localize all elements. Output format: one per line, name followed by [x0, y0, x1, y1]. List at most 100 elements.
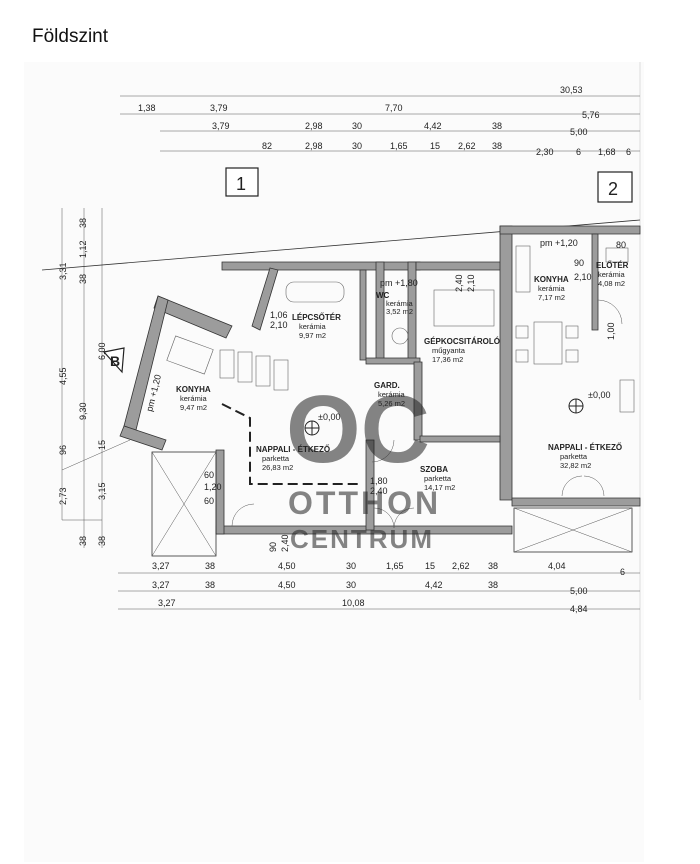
dim-label: 4,42: [424, 121, 442, 131]
dim-label: 30: [346, 580, 356, 590]
dim-label: 2,10: [574, 272, 592, 282]
room-area: 26,83 m2: [262, 463, 293, 472]
dim-label: 38: [205, 561, 215, 571]
unit-number-2: 2: [608, 179, 618, 199]
dim-label: 2,40: [280, 534, 290, 552]
furniture: [166, 245, 635, 413]
dimension-lines-bottom: [118, 572, 640, 610]
dim-label: 38: [78, 536, 88, 546]
room-area: 9,97 m2: [299, 331, 326, 340]
dining-outline: [221, 403, 358, 485]
dim-label: 4,84: [570, 604, 588, 614]
room-bedroom: SZOBA parketta 14,17 m2: [420, 465, 455, 492]
dim-label: 4,55: [58, 367, 68, 385]
dim-label: 2,40: [454, 274, 464, 292]
dim-label: 2,30: [536, 147, 554, 157]
dim-label: 4,50: [278, 580, 296, 590]
room-name: NAPPALI - ÉTKEZŐ: [256, 445, 330, 454]
section-label: B: [110, 353, 120, 369]
room-area: 3,52 m2: [386, 307, 413, 316]
unit-number-1: 1: [236, 174, 246, 194]
dim-label: 30: [346, 561, 356, 571]
parapet-label: pm +1,20: [540, 238, 578, 248]
dim-label: 1,00: [606, 322, 616, 340]
dim-label: 38: [492, 121, 502, 131]
watermark: OC OTTHON CENTRUM: [286, 376, 438, 554]
paper-scan: [24, 62, 644, 862]
dim-label: 2,62: [452, 561, 470, 571]
room-name: GARD.: [374, 381, 400, 390]
room-living-2: NAPPALI - ÉTKEZŐ parketta 32,82 m2: [548, 443, 622, 470]
dim-label: 38: [488, 580, 498, 590]
dim-label: 3,27: [158, 598, 176, 608]
dimension-lines-top: [120, 95, 640, 152]
watermark-line-2: CENTRUM: [290, 524, 434, 554]
room-floor: kerámia: [538, 284, 566, 293]
room-floor: műgyanta: [432, 346, 466, 355]
room-garage: GÉPKOCSITÁROLÓ műgyanta 17,36 m2: [424, 337, 500, 364]
dim-label: 3,79: [212, 121, 230, 131]
dim-label: 2,10: [270, 320, 288, 330]
level-label: ±0,00: [318, 412, 340, 422]
dim-label: 80: [616, 240, 626, 250]
room-name: WC: [376, 291, 390, 300]
room-area: 32,82 m2: [560, 461, 591, 470]
dim-label: 3,31: [58, 262, 68, 280]
dim-label: 30,53: [560, 85, 583, 95]
room-floor: parketta: [560, 452, 588, 461]
dim-label: 3,15: [97, 482, 107, 500]
dimension-labels-bottom: 3,27 38 4,50 30 1,65 15 2,62 38 4,04 6 3…: [152, 561, 625, 614]
room-floor: kerámia: [378, 390, 406, 399]
terraces: [151, 451, 633, 557]
dim-label: 10,08: [342, 598, 365, 608]
dim-label: 2,73: [58, 487, 68, 505]
room-name: ELŐTÉR: [596, 261, 629, 270]
room-floor: kerámia: [386, 299, 414, 308]
parapet-label: pm +1,80: [380, 278, 418, 288]
dim-label: 5,76: [582, 110, 600, 120]
dim-label: 4,04: [548, 561, 566, 571]
dim-label: 30: [352, 121, 362, 131]
room-floor: parketta: [262, 454, 290, 463]
dim-label: 82: [262, 141, 272, 151]
room-name: SZOBA: [420, 465, 448, 474]
dim-label: 90: [268, 542, 278, 552]
room-wardrobe: GARD. kerámia 5,26 m2: [374, 381, 406, 408]
room-stairwell: LÉPCSŐTÉR kerámia 9,97 m2: [292, 313, 341, 340]
dim-label: 2,98: [305, 141, 323, 151]
room-hall: ELŐTÉR kerámia 4,08 m2: [596, 261, 629, 288]
room-name: GÉPKOCSITÁROLÓ: [424, 337, 500, 346]
room-area: 5,26 m2: [378, 399, 405, 408]
dim-label: 6: [620, 567, 625, 577]
room-floor: kerámia: [180, 394, 208, 403]
dim-label: 38: [78, 218, 88, 228]
dim-label: 1,65: [390, 141, 408, 151]
room-area: 4,08 m2: [598, 279, 625, 288]
dim-label: 1,68: [598, 147, 616, 157]
room-area: 7,17 m2: [538, 293, 565, 302]
dim-label: 3,27: [152, 561, 170, 571]
dimension-labels-top: 30,53 1,38 3,79 7,70 5,76 3,79 2,98 30 4…: [138, 85, 631, 157]
dim-label: 1,12: [78, 240, 88, 258]
dim-label: 3,79: [210, 103, 228, 113]
room-name: NAPPALI - ÉTKEZŐ: [548, 443, 622, 452]
dim-label: 15: [97, 440, 107, 450]
dim-label: 15: [425, 561, 435, 571]
door-swings: [231, 299, 623, 529]
dim-label: 60: [204, 496, 214, 506]
dim-label: 38: [97, 536, 107, 546]
dim-label: 2,62: [458, 141, 476, 151]
room-name: LÉPCSŐTÉR: [292, 313, 341, 322]
dim-label: 15: [430, 141, 440, 151]
dim-label: 1,65: [386, 561, 404, 571]
room-labels: LÉPCSŐTÉR kerámia 9,97 m2 WC kerámia 3,5…: [176, 261, 629, 492]
room-floor: parketta: [424, 474, 452, 483]
room-name: KONYHA: [534, 275, 569, 284]
dim-label: 30: [352, 141, 362, 151]
dim-label: 38: [205, 580, 215, 590]
dim-label: 6: [576, 147, 581, 157]
level-label: ±0,00: [588, 390, 610, 400]
dim-label: 4,50: [278, 561, 296, 571]
dim-label: 1,20: [204, 482, 222, 492]
